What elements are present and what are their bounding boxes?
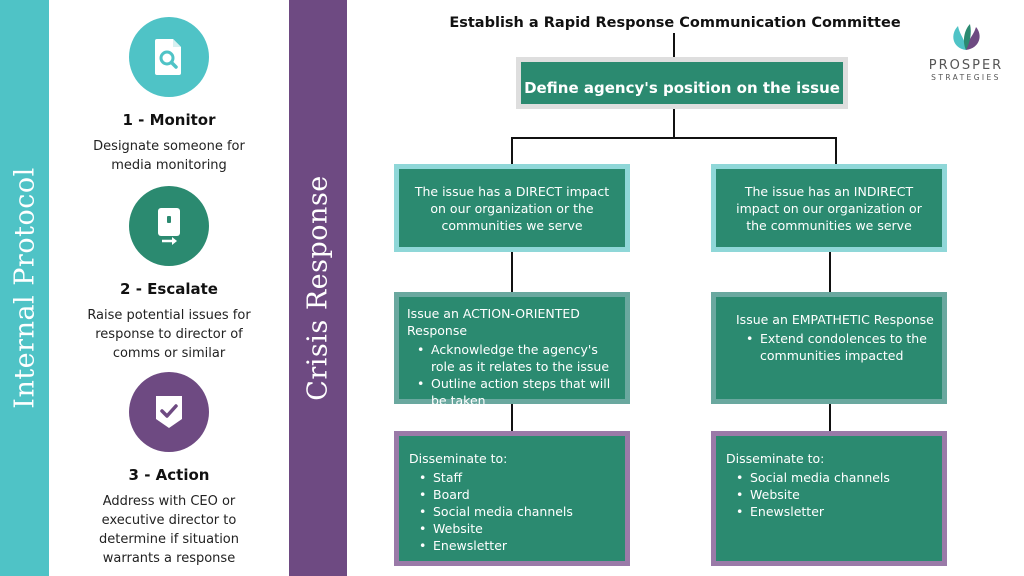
list-item: Board bbox=[409, 486, 615, 503]
define-position-text: Define agency's position on the issue bbox=[524, 78, 840, 97]
logo-subtitle: STRATEGIES bbox=[931, 73, 1001, 82]
response-list: Acknowledge the agency's role as it rela… bbox=[407, 341, 617, 409]
indirect-impact-text: The issue has an INDIRECT impact on our … bbox=[736, 183, 922, 233]
internal-protocol-band: Internal Protocol bbox=[0, 0, 49, 576]
response-lead: Issue an EMPATHETIC Response bbox=[736, 312, 934, 327]
disseminate-list: Staff Board Social media channels Websit… bbox=[409, 469, 615, 554]
disseminate-lead: Disseminate to: bbox=[726, 451, 825, 466]
step-title: 3 - Action bbox=[128, 466, 210, 484]
step-escalate: 2 - Escalate Raise potential issues for … bbox=[49, 186, 289, 363]
logo-name: PROSPER bbox=[928, 58, 1004, 73]
list-item: Acknowledge the agency's role as it rela… bbox=[407, 341, 617, 375]
connector-title-define bbox=[673, 33, 675, 57]
connector-branch-left bbox=[511, 137, 513, 164]
list-item: Outline action steps that will be taken bbox=[407, 375, 617, 409]
connector-right-1 bbox=[829, 252, 831, 292]
step-description: Address with CEO or executive director t… bbox=[98, 494, 240, 566]
direct-impact-box: The issue has a DIRECT impact on our org… bbox=[394, 164, 630, 252]
leaf-logo-icon bbox=[953, 24, 980, 50]
list-item: Staff bbox=[409, 469, 615, 486]
internal-protocol-label: Internal Protocol bbox=[9, 167, 40, 409]
list-item: Website bbox=[409, 520, 615, 537]
crisis-response-label: Crisis Response bbox=[302, 175, 334, 401]
crisis-response-band: Crisis Response bbox=[289, 0, 347, 576]
disseminate-lead: Disseminate to: bbox=[409, 451, 508, 466]
step-title: 2 - Escalate bbox=[120, 280, 218, 298]
list-item: Enewsletter bbox=[726, 503, 932, 520]
step-description: Designate someone for media monitoring bbox=[93, 139, 245, 173]
indirect-impact-box: The issue has an INDIRECT impact on our … bbox=[711, 164, 947, 252]
connector-branch bbox=[511, 137, 836, 139]
connector-define-down bbox=[673, 109, 675, 138]
direct-impact-text: The issue has a DIRECT impact on our org… bbox=[414, 183, 610, 233]
define-position-box: Define agency's position on the issue bbox=[516, 57, 848, 109]
list-item: Social media channels bbox=[409, 503, 615, 520]
connector-right-2 bbox=[829, 404, 831, 431]
escalate-device-icon bbox=[129, 186, 209, 266]
list-item: Website bbox=[726, 486, 932, 503]
flow-title: Establish a Rapid Response Communication… bbox=[449, 15, 901, 31]
response-lead: Issue an ACTION-ORIENTED Response bbox=[407, 306, 580, 338]
connector-left-2 bbox=[511, 404, 513, 431]
connector-left-1 bbox=[511, 252, 513, 292]
step-title: 1 - Monitor bbox=[122, 111, 216, 129]
shield-check-icon bbox=[129, 372, 209, 452]
connector-branch-right bbox=[835, 137, 837, 164]
disseminate-list: Social media channels Website Enewslette… bbox=[726, 469, 932, 520]
protocol-steps: 1 - Monitor Designate someone for media … bbox=[49, 0, 289, 576]
indirect-disseminate-box: Disseminate to: Social media channels We… bbox=[711, 431, 947, 566]
document-search-icon bbox=[129, 17, 209, 97]
step-description: Raise potential issues for response to d… bbox=[87, 308, 251, 361]
empathetic-response-box: Issue an EMPATHETIC Response Extend cond… bbox=[711, 292, 947, 404]
list-item: Enewsletter bbox=[409, 537, 615, 554]
direct-disseminate-box: Disseminate to: Staff Board Social media… bbox=[394, 431, 630, 566]
list-item: Social media channels bbox=[726, 469, 932, 486]
list-item: Extend condolences to the communities im… bbox=[736, 330, 934, 364]
step-monitor: 1 - Monitor Designate someone for media … bbox=[49, 17, 289, 175]
prosper-strategies-logo: PROSPER STRATEGIES bbox=[924, 22, 1008, 82]
response-list: Extend condolences to the communities im… bbox=[736, 330, 934, 364]
action-oriented-response-box: Issue an ACTION-ORIENTED Response Acknow… bbox=[394, 292, 630, 408]
step-action: 3 - Action Address with CEO or executive… bbox=[49, 372, 289, 568]
